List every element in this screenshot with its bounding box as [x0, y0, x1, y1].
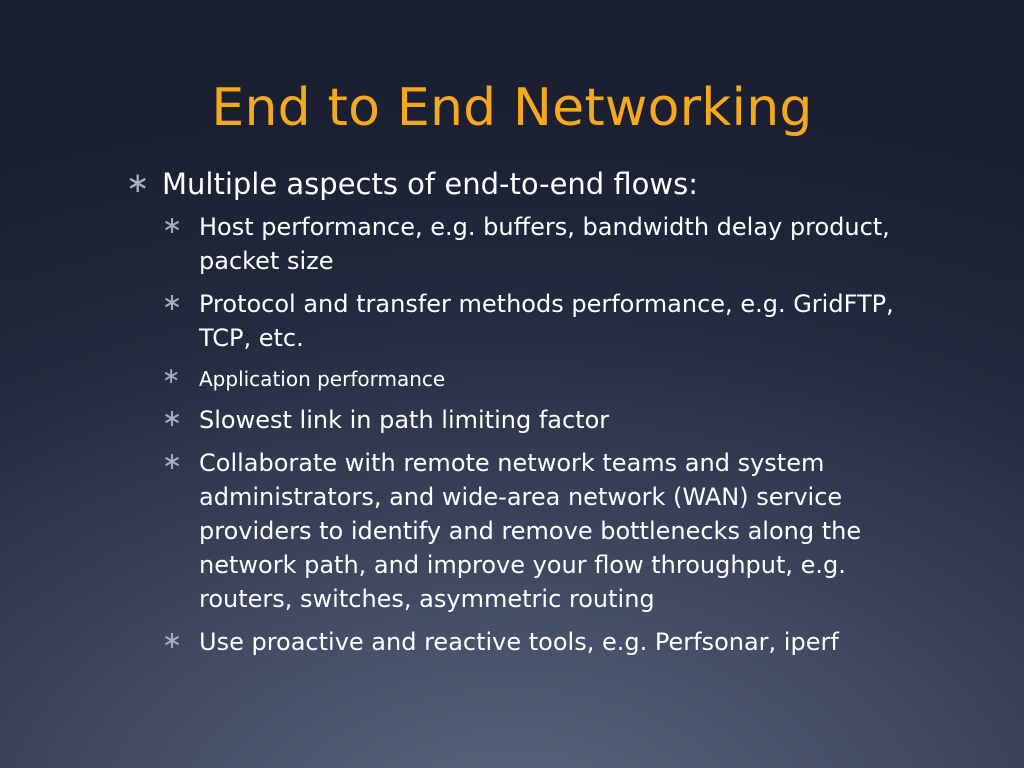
asterisk-bullet-icon: ∗ [162, 447, 183, 475]
bullet-item-level2: ∗ Host performance, e.g. buffers, bandwi… [126, 210, 906, 278]
bullet-text: Multiple aspects of end-to-end flows: [162, 167, 699, 201]
asterisk-bullet-icon: ∗ [126, 166, 150, 199]
bullet-text: Use proactive and reactive tools, e.g. P… [199, 628, 839, 656]
bullet-text: Application performance [199, 367, 446, 391]
bullet-item-level2: ∗ Collaborate with remote network teams … [126, 446, 906, 616]
asterisk-bullet-icon: ∗ [162, 364, 181, 389]
bullet-item-level2: ∗ Use proactive and reactive tools, e.g.… [126, 625, 906, 659]
bullet-text: Protocol and transfer methods performanc… [199, 290, 894, 352]
bullet-item-level2: ∗ Application performance [126, 364, 906, 394]
asterisk-bullet-icon: ∗ [162, 404, 183, 432]
bullet-text: Slowest link in path limiting factor [199, 406, 610, 434]
asterisk-bullet-icon: ∗ [162, 211, 183, 239]
asterisk-bullet-icon: ∗ [162, 626, 183, 654]
bullet-item-level2: ∗ Protocol and transfer methods performa… [126, 287, 906, 355]
bullet-text: Host performance, e.g. buffers, bandwidt… [199, 213, 890, 275]
bullet-text: Collaborate with remote network teams an… [199, 449, 862, 613]
bullet-list: ∗ Multiple aspects of end-to-end flows: … [126, 166, 906, 668]
bullet-item-level1: ∗ Multiple aspects of end-to-end flows: [126, 166, 906, 202]
slide-title: End to End Networking [211, 78, 813, 138]
asterisk-bullet-icon: ∗ [162, 288, 183, 316]
bullet-item-level2: ∗ Slowest link in path limiting factor [126, 403, 906, 437]
